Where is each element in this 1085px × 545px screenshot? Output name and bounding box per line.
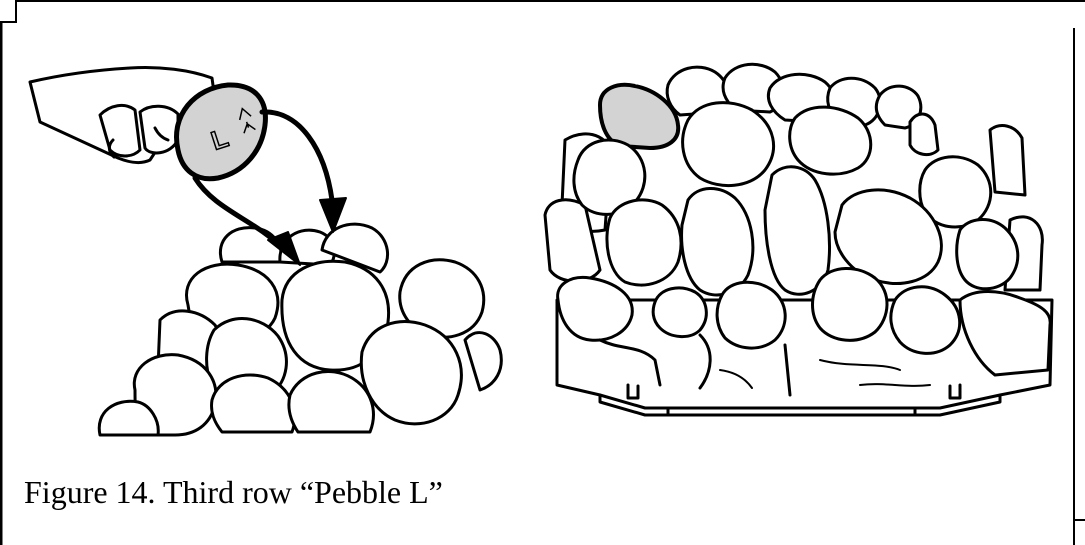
figure-caption: Figure 14. Third row “Pebble L” bbox=[24, 474, 443, 510]
pebble-l: L bbox=[174, 82, 268, 182]
